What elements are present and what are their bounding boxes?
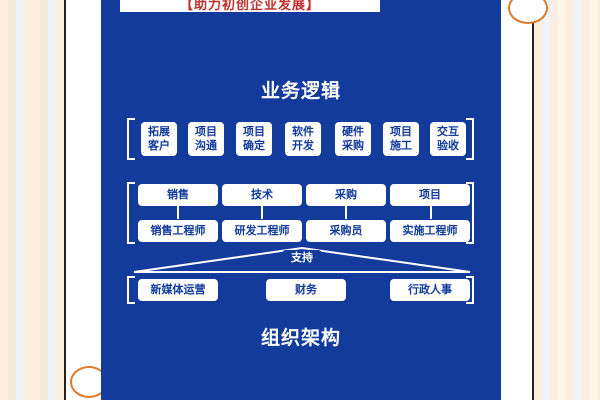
connector-2 [261, 205, 263, 219]
role-sales-engineer: 销售工程师 [138, 220, 218, 242]
department-project: 项目 [390, 184, 470, 206]
org-bracket-top-left [127, 182, 135, 184]
support-admin-hr: 行政人事 [390, 279, 470, 301]
support-bracket-top-right [466, 276, 474, 278]
business-logic-title: 业务逻辑 [260, 80, 341, 102]
org-bracket-top-right [466, 182, 474, 184]
connector-3 [345, 205, 347, 219]
support-new-media: 新媒体运营 [138, 279, 218, 301]
connector-1 [177, 205, 179, 219]
business-item-4: 软件 开发 [285, 122, 321, 156]
department-tech: 技术 [222, 184, 302, 206]
business-item-6: 项目 施工 [383, 122, 419, 156]
banner-text: 【助力初创企业发展】 [179, 0, 320, 12]
org-structure-title: 组织架构 [260, 327, 341, 349]
top-banner: 【助力初创企业发展】 [120, 0, 380, 12]
role-rd-engineer: 研发工程师 [222, 220, 302, 242]
business-bracket [127, 118, 474, 160]
department-purchasing: 采购 [306, 184, 386, 206]
business-item-3: 项目 确定 [236, 122, 272, 156]
org-bracket [127, 182, 474, 244]
connector-4 [430, 205, 432, 219]
business-bracket-bottom-left [127, 158, 135, 160]
org-bracket-bottom-left [127, 242, 135, 244]
support-finance: 财务 [266, 279, 346, 301]
department-sales: 销售 [138, 184, 218, 206]
org-bracket-bottom-right [466, 242, 474, 244]
role-implementation-engineer: 实施工程师 [390, 220, 470, 242]
support-bracket-bottom-right [466, 302, 474, 304]
support-triangle [133, 246, 471, 273]
support-label: 支持 [282, 250, 322, 266]
support-bracket [127, 276, 474, 304]
support-bracket-top-left [127, 276, 135, 278]
business-bracket-top-right [466, 118, 474, 120]
role-purchaser: 采购员 [306, 220, 386, 242]
business-item-5: 硬件 采购 [335, 122, 371, 156]
business-bracket-bottom-right [466, 158, 474, 160]
business-bracket-top-left [127, 118, 135, 120]
business-item-1: 拓展 客户 [141, 122, 177, 156]
business-item-7: 交互 验收 [430, 122, 466, 156]
business-item-2: 项目 沟通 [188, 122, 224, 156]
support-bracket-bottom-left [127, 302, 135, 304]
